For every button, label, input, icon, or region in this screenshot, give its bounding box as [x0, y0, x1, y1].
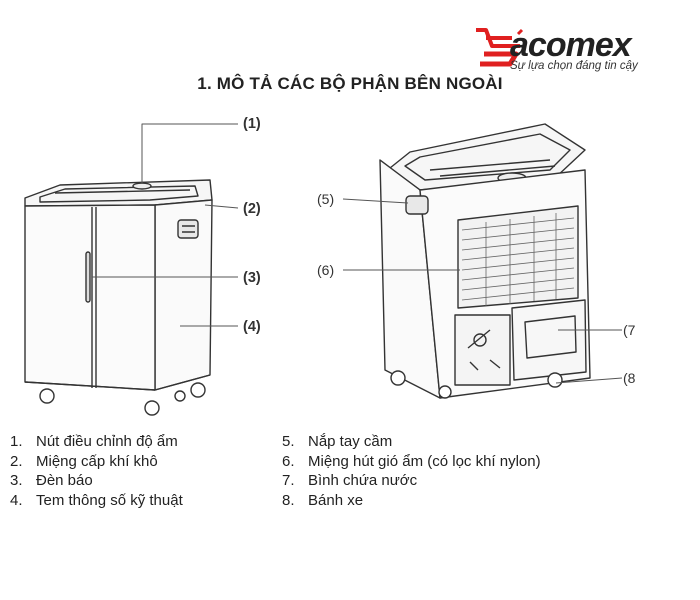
legend-item: 8.Bánh xe	[282, 491, 364, 509]
callout-6: (6)	[317, 262, 335, 278]
brand-tagline: Sự lựa chọn đáng tin cậy	[510, 60, 638, 72]
callout-3: (3)	[243, 270, 261, 286]
legend-left: 1.Nút điều chỉnh độ ẩm 2.Miệng cấp khí k…	[10, 432, 183, 510]
callout-1: (1)	[243, 116, 261, 132]
legend-item: 7.Bình chứa nước	[282, 472, 418, 489]
back-view-unit	[379, 123, 591, 399]
callout-8: (8	[623, 370, 636, 386]
sacomex-logo: acomex Sự lựa chọn đáng tin cậy	[472, 24, 682, 76]
cart-logo-icon	[476, 28, 524, 67]
brand-name: acomex	[510, 26, 632, 64]
legend-item: 4.Tem thông số kỹ thuật	[10, 491, 183, 509]
legend-item: 3.Đèn báo	[10, 472, 93, 489]
legend-item: 5.Nắp tay cầm	[282, 433, 393, 450]
legend-item: 2.Miệng cấp khí khô	[10, 452, 158, 470]
legend-item: 6.Miệng hút gió ẩm (có lọc khí nylon)	[282, 452, 541, 470]
callout-2: (2)	[243, 201, 261, 217]
front-view-unit	[24, 179, 213, 416]
legend-right: 5.Nắp tay cầm 6.Miệng hút gió ẩm (có lọc…	[282, 432, 541, 510]
page-title: 1. MÔ TẢ CÁC BỘ PHẬN BÊN NGOÀI	[197, 74, 503, 93]
legend-item: 1.Nút điều chỉnh độ ẩm	[10, 433, 178, 450]
callout-4: (4)	[243, 319, 261, 335]
dehumidifier-diagram	[24, 123, 623, 416]
callout-5: (5)	[317, 191, 335, 207]
callout-7: (7	[623, 322, 636, 338]
